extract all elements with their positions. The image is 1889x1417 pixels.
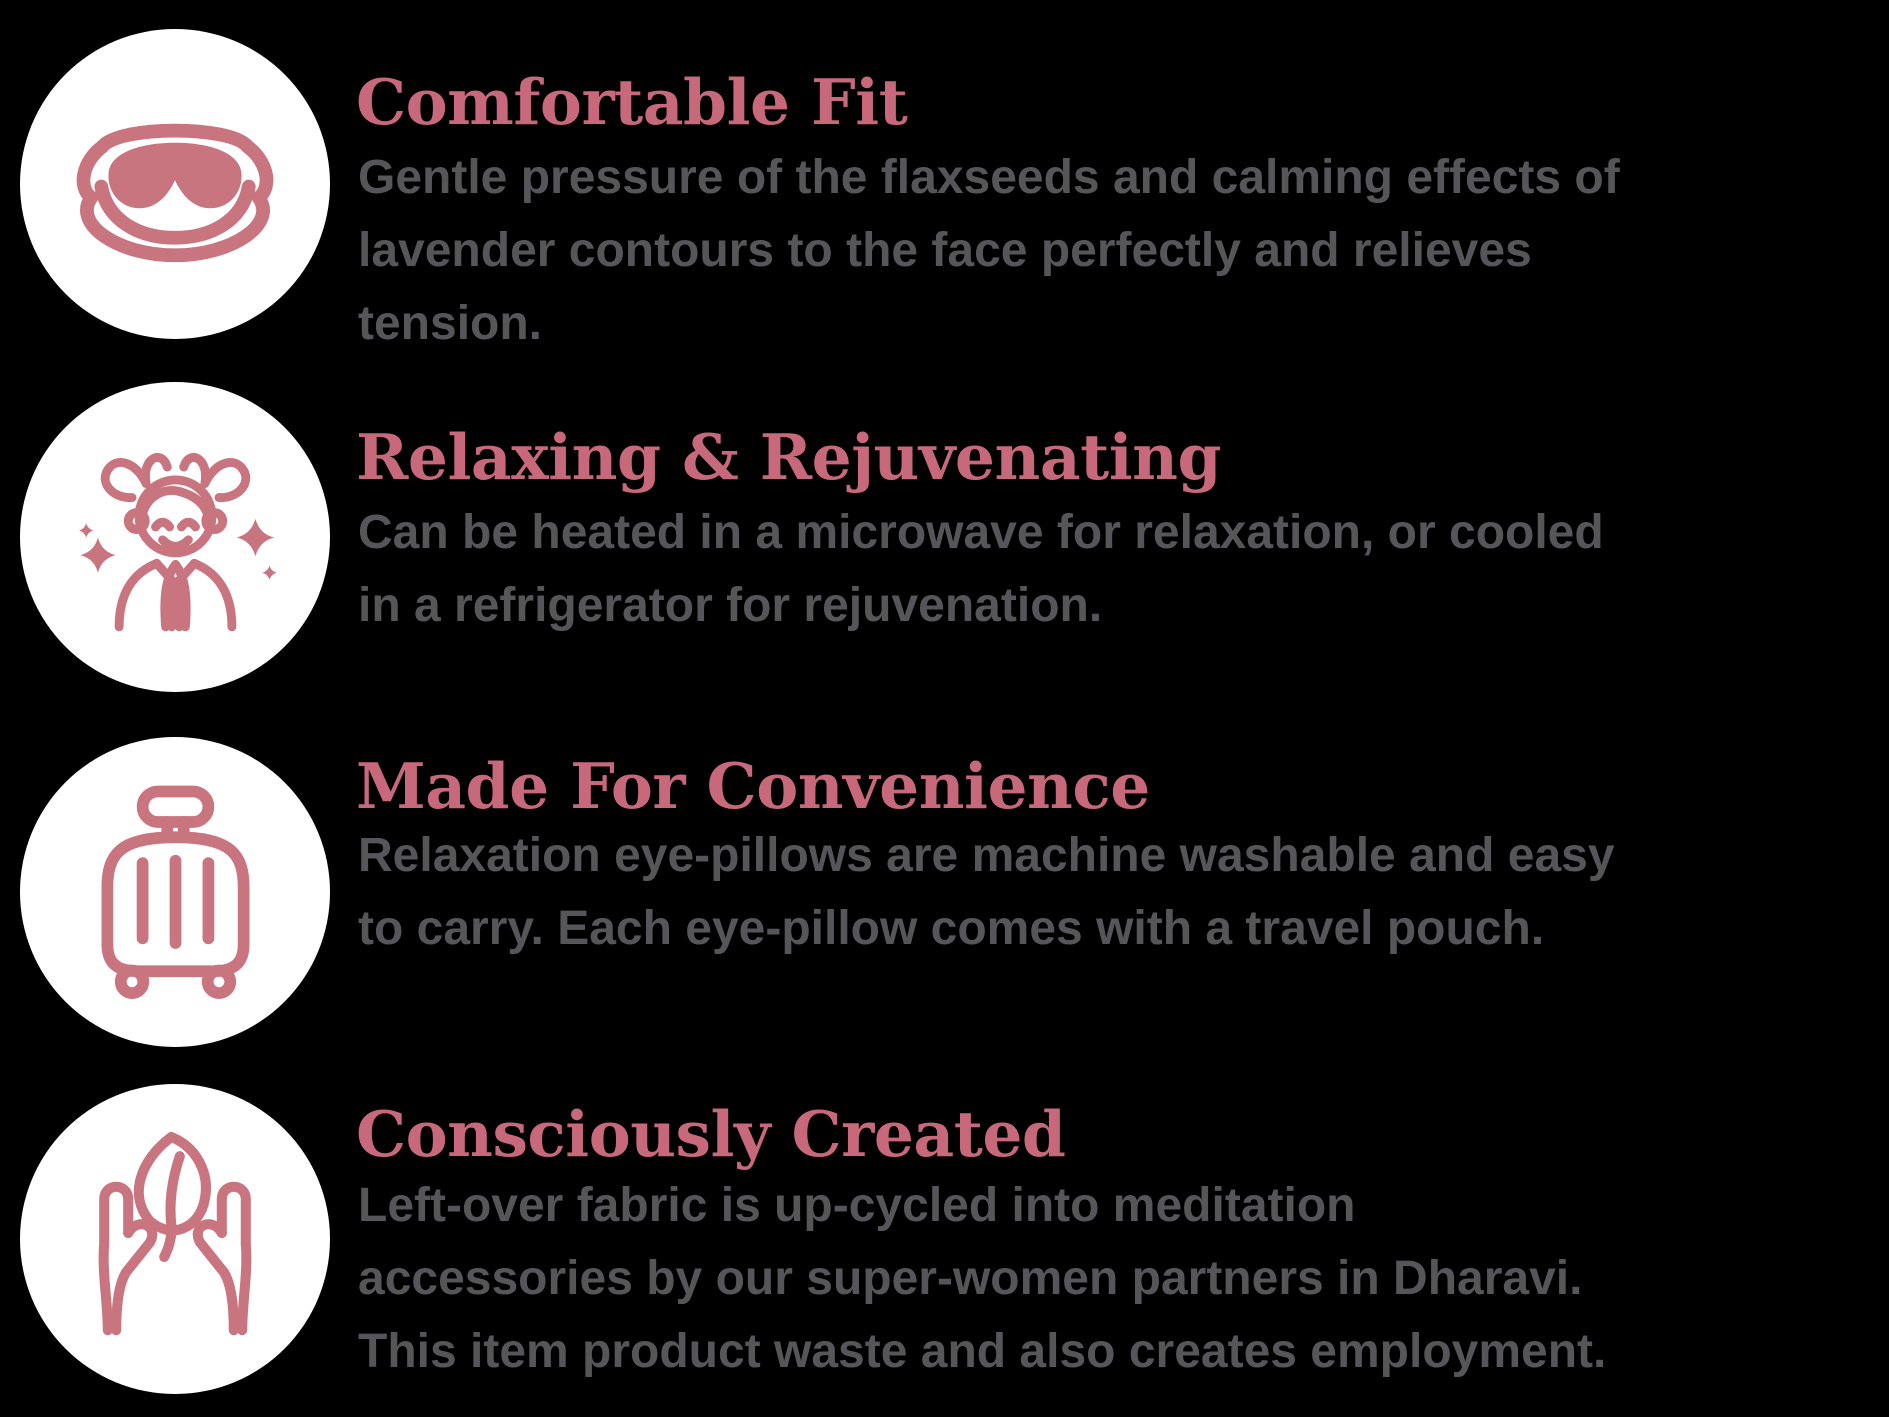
feature-description: Can be heated in a microwave for relaxat… xyxy=(358,496,1888,642)
feature-description-line: tension. xyxy=(358,297,543,350)
feature-icon-circle xyxy=(20,29,330,339)
feature-icon-circle xyxy=(20,382,330,692)
suitcase-icon xyxy=(100,785,250,999)
feature-description-line: Can be heated in a microwave for relaxat… xyxy=(358,506,1604,559)
feature-description-line: Relaxation eye-pillows are machine washa… xyxy=(358,829,1615,882)
feature-description: Left-over fabric is up-cycled into medit… xyxy=(358,1169,1888,1388)
feature-description: Gentle pressure of the flaxseeds and cal… xyxy=(358,141,1888,360)
feature-description-line: Gentle pressure of the flaxseeds and cal… xyxy=(358,151,1620,204)
feature-description: Relaxation eye-pillows are machine washa… xyxy=(358,819,1888,965)
feature-description-line: in a refrigerator for rejuvenation. xyxy=(358,579,1103,632)
feature-description-line: This item product waste and also creates… xyxy=(358,1325,1607,1378)
feature-title: Comfortable Fit xyxy=(356,65,908,139)
meditating-girl-icon xyxy=(78,452,277,631)
feature-title: Made For Convenience xyxy=(356,749,1150,823)
feature-icon-circle xyxy=(20,1084,330,1394)
feature-title: Consciously Created xyxy=(356,1097,1066,1171)
feature-description-line: Left-over fabric is up-cycled into medit… xyxy=(358,1179,1356,1232)
feature-description-line: lavender contours to the face perfectly … xyxy=(358,224,1532,277)
feature-description-line: to carry. Each eye-pillow comes with a t… xyxy=(358,902,1545,955)
feature-icon-circle xyxy=(20,737,330,1047)
feature-description-line: accessories by our super-women partners … xyxy=(358,1252,1583,1305)
hands-holding-leaf-icon xyxy=(98,1131,252,1336)
sleep-mask-icon xyxy=(76,123,274,263)
feature-title: Relaxing & Rejuvenating xyxy=(356,420,1222,494)
